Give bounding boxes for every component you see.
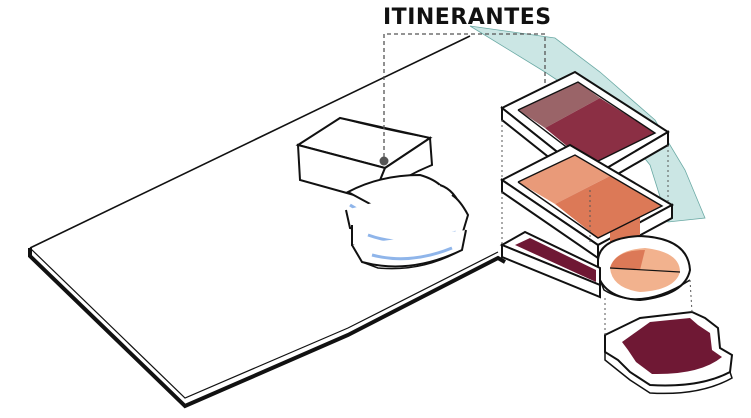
stack-lower-level: [499, 230, 601, 299]
leader-lines: [383, 33, 546, 157]
marker-dot: [379, 156, 389, 166]
stack-base-terrace: [604, 310, 734, 395]
itinerantes-label: ITINERANTES: [383, 5, 552, 30]
ground-slab: [28, 35, 506, 409]
itinerant-pavilion: [295, 116, 470, 270]
stack-middle-level: [500, 143, 692, 302]
alignment-lines: [501, 120, 693, 335]
